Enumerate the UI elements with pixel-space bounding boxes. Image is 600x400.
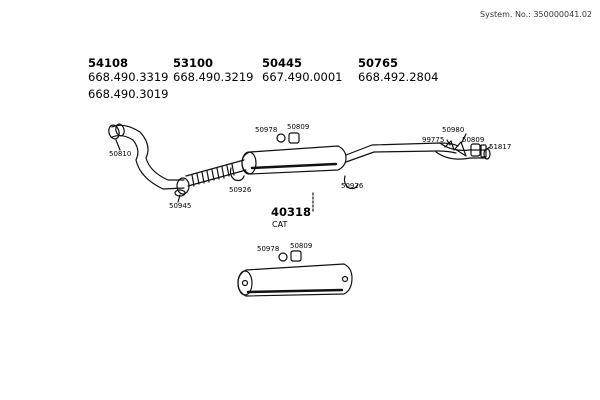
part-number-50765: 50765 [358,56,399,70]
oem-list-53100: 668.490.3219 [173,69,253,86]
oem-list-50765: 668.492.2804 [358,69,438,86]
callout-50809-right: 50809 [462,136,485,144]
clamps-top [276,132,300,144]
oem-number: 668.490.3219 [173,70,254,84]
oem-list-50445: 667.490.0001 [262,69,342,86]
oem-list-54108: 668.490.3319 668.490.3019 [88,69,168,103]
rear-pipe [345,142,491,163]
front-pipe [108,123,185,190]
part-number-54108: 54108 [88,56,129,70]
clamp-50926-left [229,167,245,182]
callout-50980: 50980 [442,126,465,134]
clamp-50945 [174,177,190,197]
catalyst-part-number: 40318 [271,205,312,219]
oem-number: 667.490.0001 [262,70,343,84]
system-number: System. No.: 350000041.02 [480,10,592,19]
flex-pipe [185,159,247,187]
callout-50809-top: 50809 [287,123,310,131]
callout-50926-right: 50926 [341,182,364,190]
oem-number: 668.490.3019 [88,87,169,101]
callout-50978-top: 50978 [255,126,278,134]
front-muffler [241,145,347,175]
oem-number: 668.492.2804 [358,70,439,84]
catalyst-muffler [237,263,353,297]
oem-number: 668.490.3319 [88,70,169,84]
callout-50810: 50810 [109,150,132,158]
clamp-50926-right [343,175,359,190]
callout-50809-bottom: 50809 [290,242,313,250]
part-number-50445: 50445 [262,56,303,70]
part-number-53100: 53100 [173,56,214,70]
callout-99775: 99775 [422,136,445,144]
callout-50926-left: 50926 [229,186,252,194]
callout-51817: 51817 [489,143,512,151]
hangers-rear [444,140,487,158]
catalyst-label: CAT [272,220,288,229]
callout-50945: 50945 [169,202,192,210]
callout-50978-bottom: 50978 [257,245,280,253]
clamps-bottom [278,250,302,262]
